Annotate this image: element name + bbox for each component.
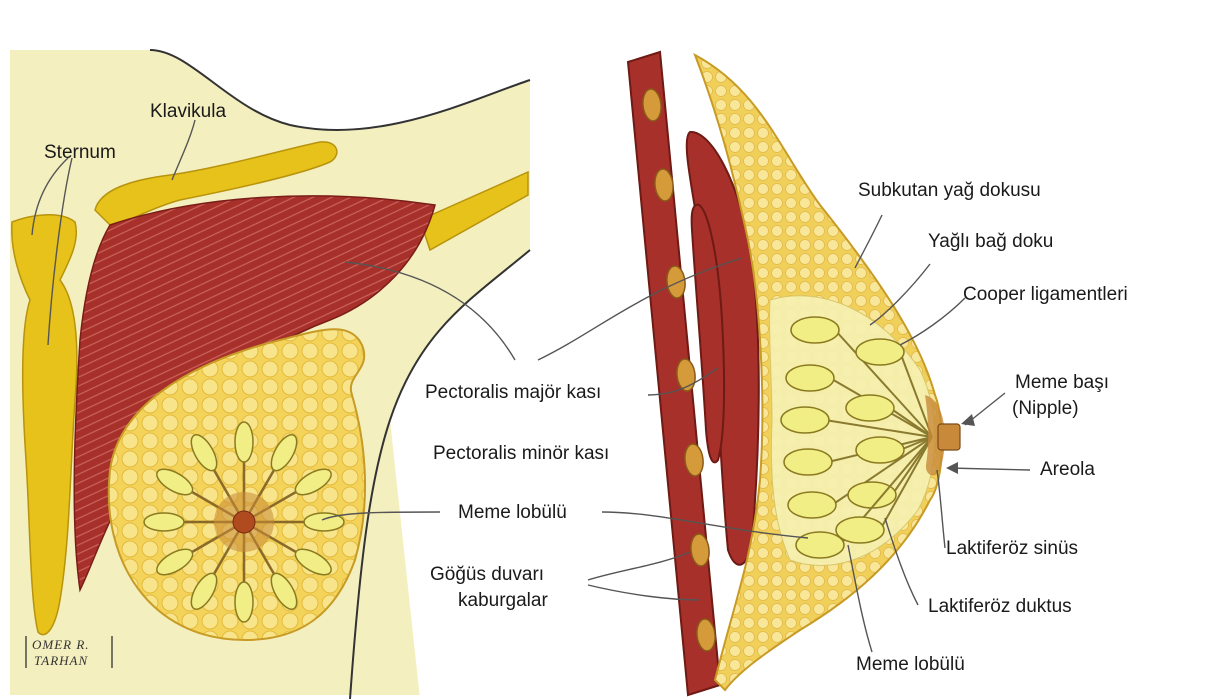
lobule (848, 482, 896, 508)
label-laktiferoz-duktus: Laktiferöz duktus (928, 596, 1072, 617)
lobule (796, 532, 844, 558)
label-nipple: (Nipple) (1012, 398, 1079, 419)
lobule (788, 492, 836, 518)
label-yagli-bag-doku: Yağlı bağ doku (928, 231, 1053, 252)
lobule (784, 449, 832, 475)
label-pectoralis-major: Pectoralis majör kası (425, 382, 601, 403)
signature-line-1: OMER R. (32, 637, 90, 652)
signature-line-2: TARHAN (34, 653, 88, 668)
label-meme-lobulu-left: Meme lobülü (458, 502, 567, 523)
label-meme-lobulu-right: Meme lobülü (856, 654, 965, 675)
lobule (786, 365, 834, 391)
lobule (791, 317, 839, 343)
label-meme-basi: Meme başı (1015, 372, 1109, 393)
lobule (235, 582, 253, 622)
nipple-frontal (233, 511, 255, 533)
lobule (856, 339, 904, 365)
lobule (144, 513, 184, 531)
label-laktiferoz-sinus: Laktiferöz sinüs (946, 538, 1078, 559)
lobule (846, 395, 894, 421)
lobule (836, 517, 884, 543)
lobule (856, 437, 904, 463)
label-cooper: Cooper ligamentleri (963, 284, 1128, 305)
nipple-arrow-head (961, 414, 975, 426)
nipple-sagittal (938, 424, 960, 450)
lobule (235, 422, 253, 462)
label-gogus-duvari: Göğüs duvarı (430, 564, 544, 585)
lobule (781, 407, 829, 433)
areola-arrow-head (946, 462, 958, 474)
label-subkutan: Subkutan yağ dokusu (858, 180, 1041, 201)
label-areola: Areola (1040, 459, 1095, 480)
label-sternum: Sternum (44, 142, 116, 163)
label-klavikula: Klavikula (150, 101, 226, 122)
sagittal-view (628, 52, 960, 695)
label-pectoralis-minor: Pectoralis minör kası (433, 443, 609, 464)
label-kaburgalar: kaburgalar (458, 590, 548, 611)
